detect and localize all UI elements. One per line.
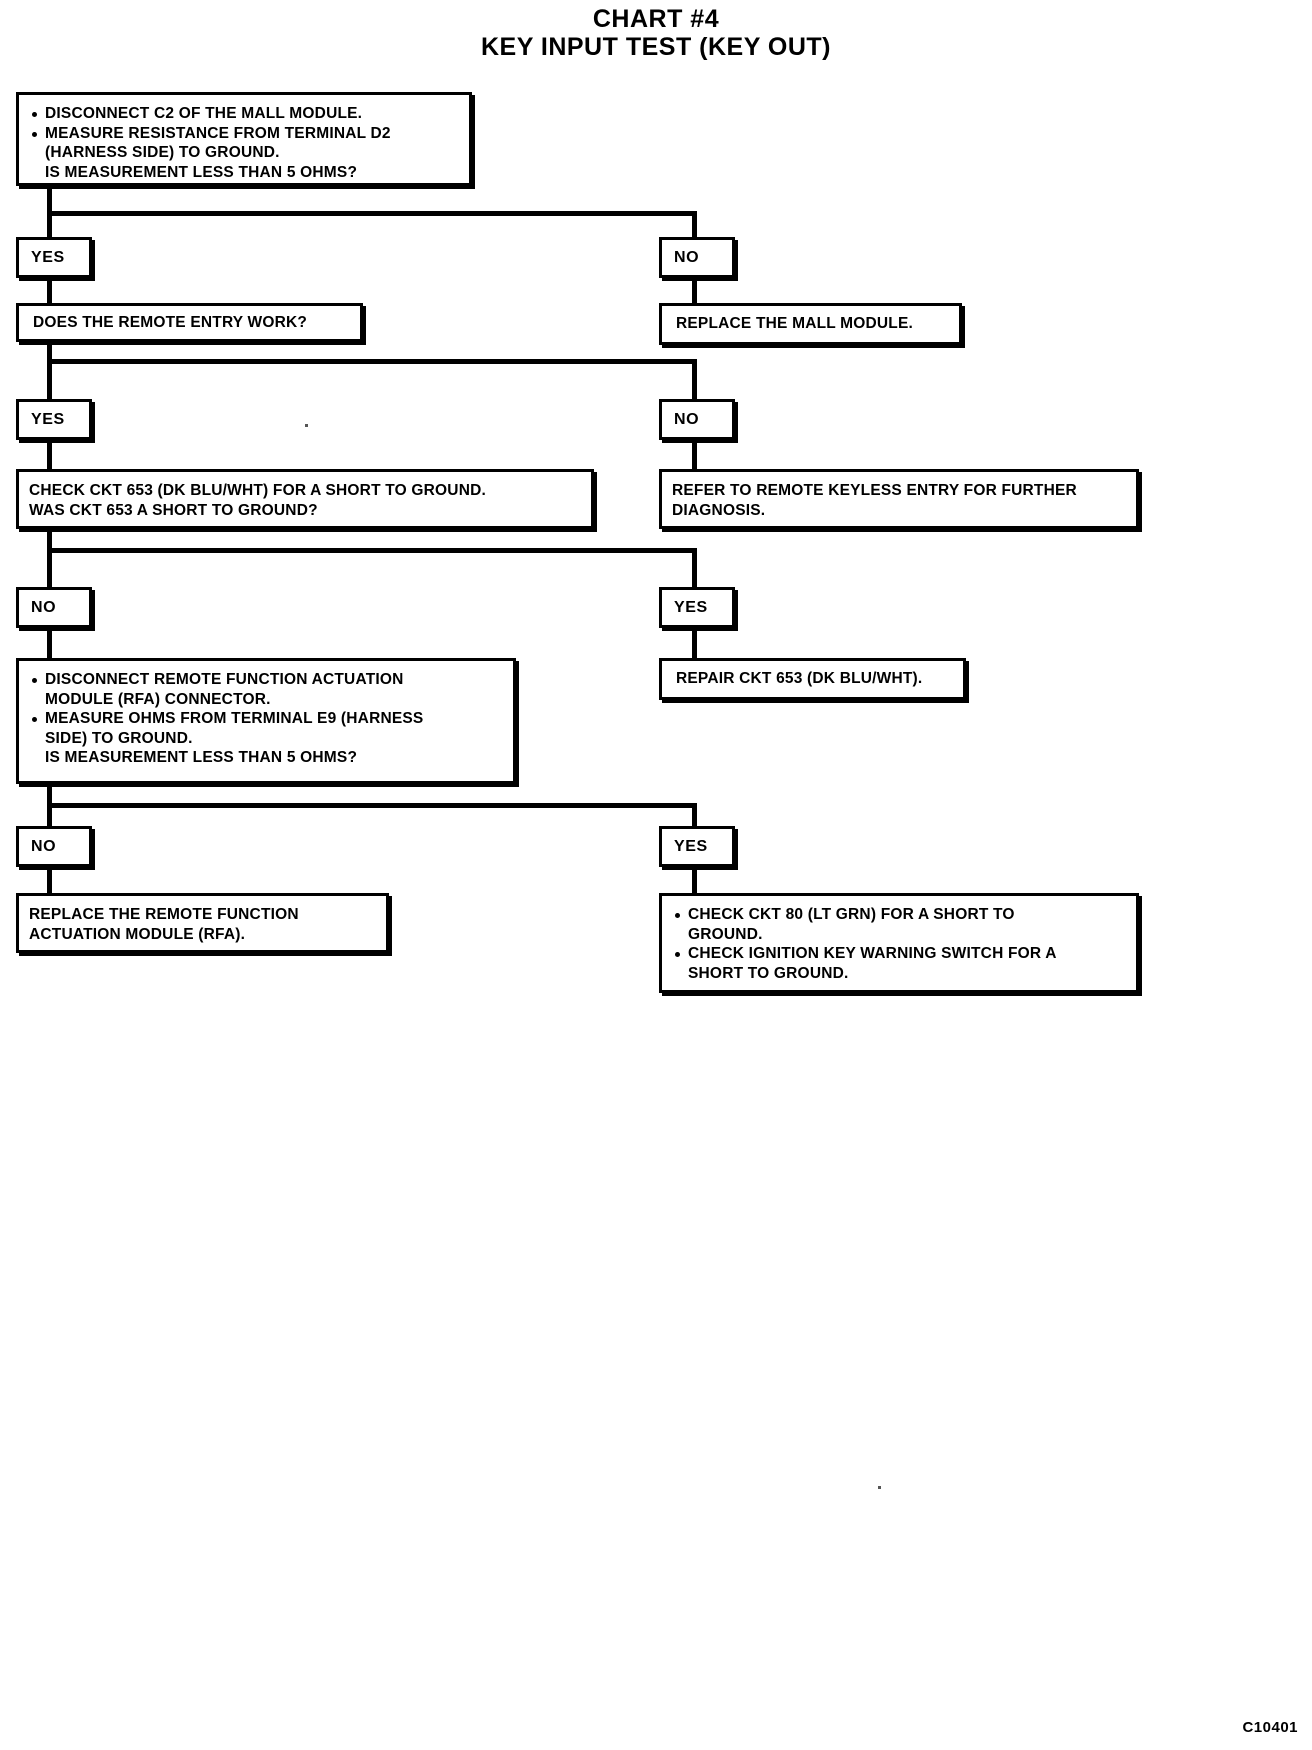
connector-bus-2 (47, 359, 697, 364)
connector-bus-1 (47, 211, 697, 216)
node-q2-text: DOES THE REMOTE ENTRY WORK? (33, 313, 308, 331)
branch-label-no-3: NO (16, 587, 92, 628)
node-q4-b2-line3: IS MEASUREMENT LESS THAN 5 OHMS? (45, 749, 358, 766)
branch-label-yes-2-text: YES (31, 410, 65, 428)
node-a4n-box: REPLACE THE REMOTE FUNCTION ACTUATION MO… (16, 893, 389, 953)
connector-q4-down (47, 782, 52, 850)
node-a4n-line2: ACTUATION MODULE (RFA). (29, 925, 246, 943)
node-a4y-b2-line2: SHORT TO GROUND. (688, 964, 849, 982)
connector-bus3-right-down (692, 548, 697, 588)
node-q1-box: DISCONNECT C2 OF THE MALL MODULE. MEASUR… (16, 92, 472, 186)
connector-bus-3 (47, 548, 697, 553)
connector-yes2-q3 (47, 438, 52, 474)
connector-q1-down (47, 186, 52, 248)
connector-bus-4 (47, 803, 697, 808)
node-q4-b1-line1: DISCONNECT REMOTE FUNCTION ACTUATION (45, 671, 404, 688)
title-line-1: CHART #4 (592, 5, 720, 33)
node-a2n-box: REFER TO REMOTE KEYLESS ENTRY FOR FURTHE… (659, 469, 1139, 529)
node-q4-bullet-1: DISCONNECT REMOTE FUNCTION ACTUATION MOD… (29, 670, 503, 709)
node-q4-b2-line1: MEASURE OHMS FROM TERMINAL E9 (HARNESS (45, 710, 424, 727)
branch-label-yes-1-text: YES (31, 248, 65, 266)
branch-label-no-2: NO (659, 399, 735, 440)
connector-yes4-a4y (692, 854, 697, 895)
node-q1-b2-line1: MEASURE RESISTANCE FROM TERMINAL D2 (45, 124, 391, 142)
node-q4-b1-line2: MODULE (RFA) CONNECTOR. (45, 690, 271, 708)
connector-bus1-right-down (692, 211, 697, 251)
title-line-2: KEY INPUT TEST (KEY OUT) (480, 33, 831, 61)
connector-q2-down (47, 337, 52, 407)
branch-label-yes-1: YES (16, 237, 92, 278)
scan-artifact-dot-1 (305, 424, 308, 427)
connector-no2-a2n (692, 438, 697, 474)
node-a1n-box: REPLACE THE MALL MODULE. (659, 303, 962, 345)
node-a4y-content: CHECK CKT 80 (LT GRN) FOR A SHORT TO GRO… (662, 896, 1136, 989)
node-a4y-bullet-2: CHECK IGNITION KEY WARNING SWITCH FOR A … (672, 944, 1126, 983)
connector-no4-a4n (47, 854, 52, 895)
node-q3-line2: WAS CKT 653 A SHORT TO GROUND? (29, 501, 318, 519)
node-a3y-content: REPAIR CKT 653 (DK BLU/WHT). (662, 661, 963, 697)
node-a4y-b2-line1: CHECK IGNITION KEY WARNING SWITCH FOR A (688, 945, 1057, 962)
branch-label-yes-2: YES (16, 399, 92, 440)
node-q3-line1: CHECK CKT 653 (DK BLU/WHT) FOR A SHORT T… (29, 482, 486, 499)
branch-label-no-4-text: NO (31, 837, 57, 855)
connector-no1-a1n (692, 275, 697, 310)
node-q4-content: DISCONNECT REMOTE FUNCTION ACTUATION MOD… (19, 661, 513, 774)
branch-label-no-4: NO (16, 826, 92, 867)
connector-yes1-q2 (47, 275, 52, 310)
branch-label-no-1: NO (659, 237, 735, 278)
node-a3y-text: REPAIR CKT 653 (DK BLU/WHT). (676, 670, 923, 688)
branch-label-no-2-text: NO (674, 410, 700, 428)
node-q2-box: DOES THE REMOTE ENTRY WORK? (16, 303, 363, 342)
node-q1-b2-line2: (HARNESS SIDE) TO GROUND. (45, 144, 280, 161)
node-q4-box: DISCONNECT REMOTE FUNCTION ACTUATION MOD… (16, 658, 516, 784)
node-q4-b2-line2: SIDE) TO GROUND. (45, 729, 193, 747)
node-q1-bullet-2: MEASURE RESISTANCE FROM TERMINAL D2 (HAR… (29, 124, 459, 183)
branch-label-yes-4: YES (659, 826, 735, 867)
node-q4-bullet-2: MEASURE OHMS FROM TERMINAL E9 (HARNESS S… (29, 709, 503, 768)
node-q3-box: CHECK CKT 653 (DK BLU/WHT) FOR A SHORT T… (16, 469, 594, 529)
node-a1n-text: REPLACE THE MALL MODULE. (676, 315, 914, 333)
branch-label-no-1-text: NO (674, 248, 700, 266)
branch-label-yes-3-text: YES (674, 598, 708, 616)
scan-artifact-dot-2 (878, 1486, 881, 1489)
node-a2n-line1: REFER TO REMOTE KEYLESS ENTRY FOR FURTHE… (672, 482, 1077, 499)
branch-label-yes-3: YES (659, 587, 735, 628)
node-a4y-bullet-1: CHECK CKT 80 (LT GRN) FOR A SHORT TO GRO… (672, 905, 1126, 944)
branch-label-no-3-text: NO (31, 598, 57, 616)
node-a3y-box: REPAIR CKT 653 (DK BLU/WHT). (659, 658, 966, 700)
node-a2n-line2: DIAGNOSIS. (672, 501, 766, 519)
node-q1-content: DISCONNECT C2 OF THE MALL MODULE. MEASUR… (19, 95, 469, 188)
page-title: CHART #4 KEY INPUT TEST (KEY OUT) (0, 6, 1312, 62)
connector-bus2-right-down (692, 359, 697, 401)
node-q1-bullet-1: DISCONNECT C2 OF THE MALL MODULE. (29, 104, 459, 124)
node-a2n-content: REFER TO REMOTE KEYLESS ENTRY FOR FURTHE… (662, 472, 1136, 526)
node-a4y-b1-line2: GROUND. (688, 925, 763, 943)
node-q1-b1-line1: DISCONNECT C2 OF THE MALL MODULE. (45, 105, 363, 122)
connector-no3-q4 (47, 625, 52, 663)
node-a4n-line1: REPLACE THE REMOTE FUNCTION (29, 906, 299, 923)
node-q2-content: DOES THE REMOTE ENTRY WORK? (19, 306, 360, 339)
node-q1-b2-line3: IS MEASUREMENT LESS THAN 5 OHMS? (45, 163, 358, 181)
node-q3-content: CHECK CKT 653 (DK BLU/WHT) FOR A SHORT T… (19, 472, 591, 526)
connector-yes3-a3y (692, 625, 697, 663)
figure-code: C10401 (1242, 1719, 1298, 1736)
node-a4y-box: CHECK CKT 80 (LT GRN) FOR A SHORT TO GRO… (659, 893, 1139, 993)
node-a4n-content: REPLACE THE REMOTE FUNCTION ACTUATION MO… (19, 896, 386, 950)
branch-label-yes-4-text: YES (674, 837, 708, 855)
node-a4y-b1-line1: CHECK CKT 80 (LT GRN) FOR A SHORT TO (688, 906, 1015, 923)
connector-q3-down (47, 527, 52, 603)
node-a1n-content: REPLACE THE MALL MODULE. (662, 306, 959, 342)
connector-bus4-right-down (692, 803, 697, 830)
